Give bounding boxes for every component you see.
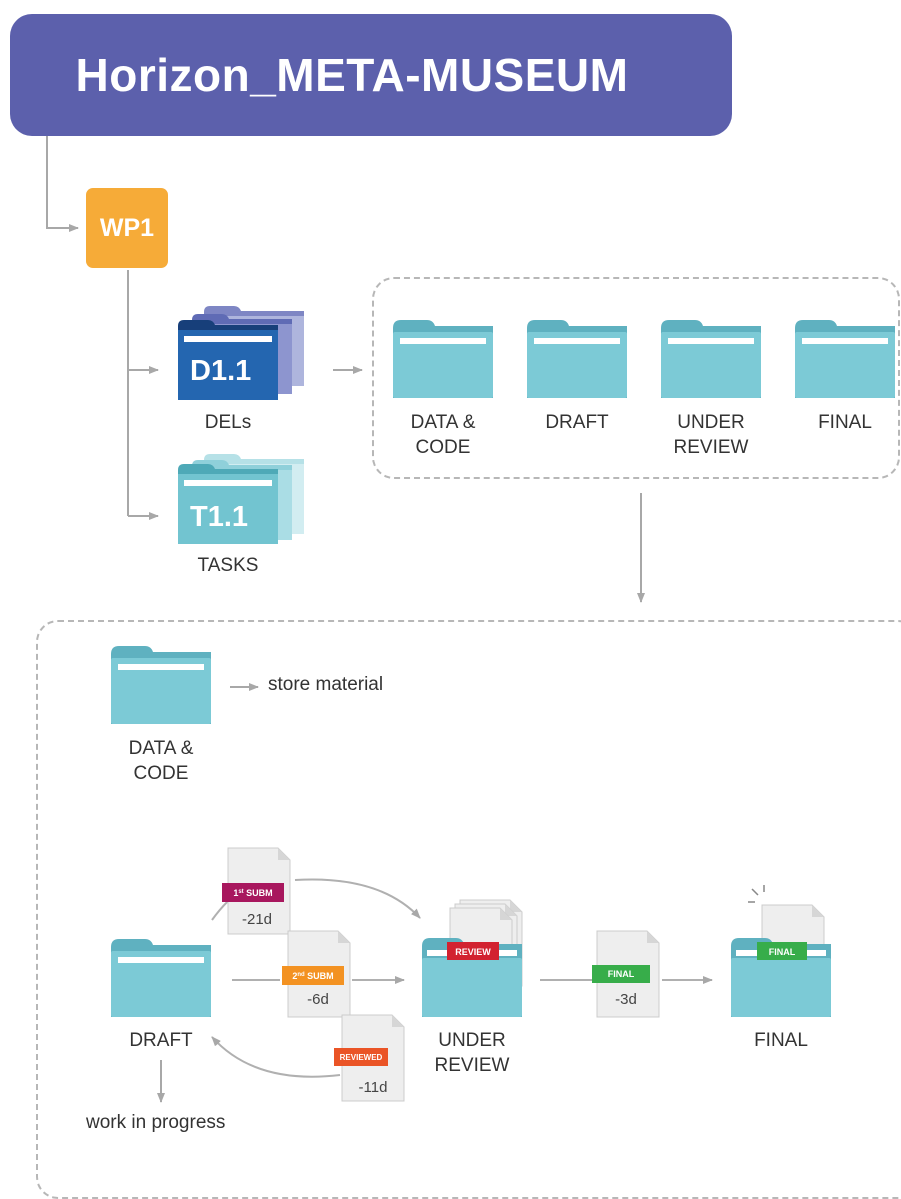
deliverables-folder-stack[interactable] (178, 306, 304, 400)
tasks-caption: TASKS (197, 555, 259, 576)
workflow-final-label: FINAL (754, 1030, 808, 1051)
top-folder-label-draft: DRAFT (545, 412, 609, 433)
folder-under-review-icon[interactable] (661, 320, 761, 398)
sparkle-icon (748, 885, 765, 903)
workflow-draft-label: DRAFT (129, 1030, 193, 1051)
deliverable-code: D1.1 (190, 355, 251, 387)
svg-text:FINAL: FINAL (608, 969, 635, 979)
review-tag (447, 942, 499, 960)
deliverables-caption: DELs (204, 412, 252, 433)
page-title: Horizon_META-MUSEUM (75, 49, 629, 101)
work-in-progress-note: work in progress (86, 1112, 226, 1133)
work-package-box[interactable]: WP1 (86, 188, 168, 268)
final-days: -3d (615, 991, 637, 1008)
reviewed-to-draft-arrow (211, 1036, 341, 1078)
final-transition-document[interactable]: FINAL -3d (592, 930, 660, 1018)
svg-text:REVIEWED: REVIEWED (340, 1053, 383, 1062)
workflow-data-code-folder-icon[interactable] (111, 646, 211, 724)
under-review-folder-icon[interactable] (422, 899, 523, 1017)
folder-data-code-icon[interactable] (393, 320, 493, 398)
review-tag-text: REVIEW (455, 947, 491, 957)
workflow-data-code-label: DATA & CODE (128, 738, 194, 784)
title-banner: Horizon_META-MUSEUM (10, 14, 732, 136)
reviewed-days: -11d (359, 1079, 388, 1096)
final-folder-icon[interactable] (731, 885, 831, 1017)
work-package-label: WP1 (99, 213, 155, 242)
title-to-wp-connector (46, 136, 79, 232)
final-tag-text: FINAL (769, 947, 796, 957)
folder-structure-box (372, 277, 900, 479)
reviewed-document[interactable]: REVIEWED -11d (334, 1014, 405, 1102)
first-submission-to-review-arrow (294, 878, 421, 919)
tasks-folder-stack[interactable] (178, 454, 304, 544)
workflow-under-review-label: UNDER REVIEW (434, 1030, 510, 1076)
first-submission-days: -21d (242, 911, 272, 928)
folder-draft-icon[interactable] (527, 320, 627, 398)
svg-text:1st SUBM: 1st SUBM (233, 888, 272, 898)
folder-final-icon[interactable] (795, 320, 895, 398)
second-submission-document[interactable]: 2nd SUBM -6d (282, 930, 351, 1018)
first-submission-document[interactable]: 1st SUBM -21d (222, 847, 291, 935)
workflow-draft-folder-icon[interactable] (111, 939, 211, 1017)
top-folder-label-final: FINAL (818, 412, 872, 433)
svg-text:2nd SUBM: 2nd SUBM (292, 971, 333, 981)
top-folder-label-under-review: UNDER REVIEW (673, 412, 749, 458)
task-code: T1.1 (190, 501, 248, 533)
second-submission-days: -6d (307, 991, 329, 1008)
store-material-note: store material (268, 674, 384, 695)
final-tag (757, 942, 807, 960)
top-folder-label-data-code: DATA & CODE (410, 412, 476, 458)
